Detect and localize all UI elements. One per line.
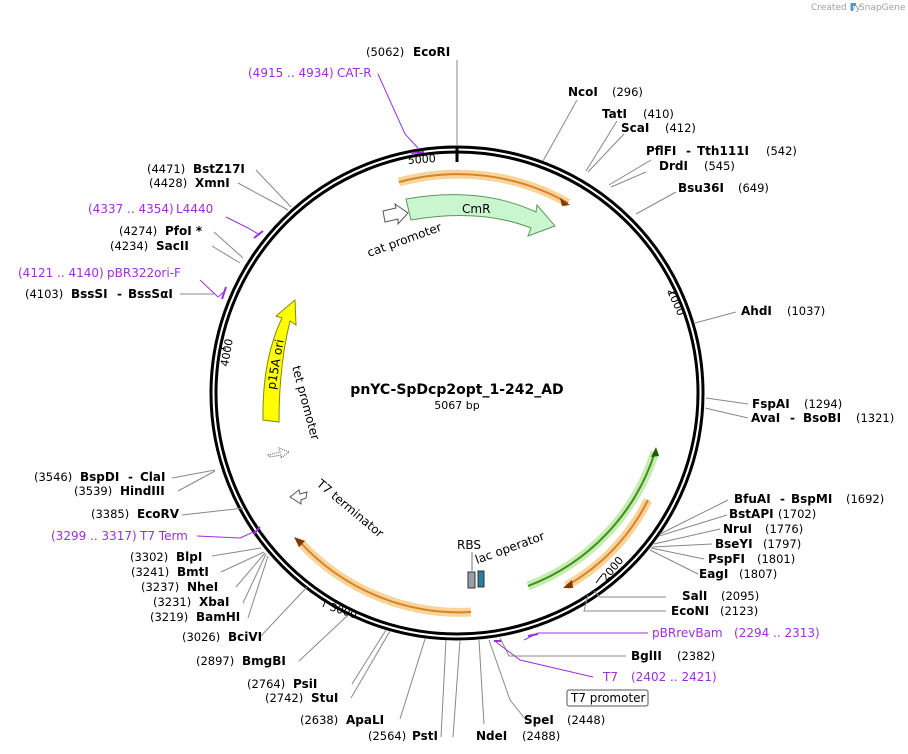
p15a-ori-feature: p15A ori — [262, 298, 297, 423]
tick-4000: 4000 — [218, 338, 236, 368]
t7-terminator-feature: T7 terminator — [289, 476, 386, 540]
site-fspai: FspAI (1294) — [752, 393, 842, 412]
site-pflfi-tth111i: PflFI - Tth111I (542) — [646, 140, 797, 159]
site-connectors — [171, 60, 749, 738]
site-ndei: NdeI (2488) — [476, 725, 560, 744]
rbs-feature: RBS — [457, 538, 481, 589]
site-sacii: (4234) SacII — [110, 235, 189, 254]
snapgene-logo: SnapGene — [851, 3, 906, 13]
site-eagi: EagI (1807) — [699, 563, 777, 582]
site-xbai: (3231) XbaI — [153, 591, 229, 610]
lac-operator-label: lac operator — [473, 529, 546, 567]
t7-promoter-label: T7 promoter — [570, 691, 646, 705]
p15a-ori-label: p15A ori — [264, 338, 287, 390]
primer-t7: T7 (2402 .. 2421) — [602, 666, 717, 685]
site-ecori: (5062) EcoRI — [366, 41, 450, 60]
top-primer-arc — [398, 173, 569, 204]
site-apali: (2638) ApaLI — [300, 709, 384, 728]
right-primer-arc — [565, 499, 649, 587]
primer-pbr322ori-f: (4121 .. 4140) pBR322ori-F — [18, 262, 181, 281]
site-bstz17i: (4471) BstZ17I — [147, 158, 245, 177]
green-feature-arc — [527, 451, 656, 587]
site-bsssi-bsssai: (4103) BssSI - BssSαI — [25, 283, 173, 302]
site-psii: (2764) PsiI — [247, 673, 317, 692]
cmr-label: CmR — [462, 202, 490, 216]
site-bstapi: BstAPI (1702) — [729, 503, 816, 522]
site-ncoi: NcoI (296) — [568, 81, 643, 100]
left-primer-arc — [299, 541, 472, 614]
site-blpi: (3302) BlpI — [130, 546, 202, 565]
site-ecorv: (3385) EcoRV — [91, 503, 180, 522]
site-drdi: DrdI (545) — [659, 155, 735, 174]
site-psti: (2564) PstI — [368, 725, 438, 744]
site-bglii: BglII (2382) — [631, 645, 715, 664]
site-bmti: (3241) BmtI — [131, 561, 209, 580]
credit-text: Created by — [811, 3, 861, 13]
site-scai: ScaI (412) — [621, 117, 696, 136]
site-spei: SpeI (2448) — [524, 709, 605, 728]
site-sali: SalI (2095) — [682, 585, 759, 604]
site-bsu36i: Bsu36I (649) — [678, 177, 769, 196]
site-stui: (2742) StuI — [265, 687, 338, 706]
plasmid-name: pnYC-SpDcp2opt_1-242_AD — [350, 382, 563, 398]
tet-promoter-label: tet promoter — [289, 364, 322, 441]
tick-5000: 5000 — [407, 152, 436, 167]
credit-brand: SnapGene — [859, 3, 906, 13]
primer-cat-r: (4915 .. 4934) CAT-R — [248, 62, 372, 81]
primer-l4440: (4337 .. 4354) L4440 — [88, 198, 213, 217]
site-bfuai-bspmi: BfuAI - BspMI (1692) — [734, 488, 884, 507]
site-econi: EcoNI (2123) — [671, 600, 758, 619]
t7-promoter-box: T7 promoter — [566, 689, 649, 707]
primer-t7-term: (3299 .. 3317) T7 Term — [51, 525, 188, 544]
rbs-label: RBS — [457, 538, 481, 552]
site-tati: TatI (410) — [602, 103, 674, 122]
site-bcivi: (3026) BciVI — [182, 626, 262, 645]
site-bspdi-clai: (3546) BspDI - ClaI — [34, 466, 165, 485]
tick-3000: 3000 — [328, 600, 359, 621]
cmr-feature: CmR — [405, 194, 556, 237]
cat-promoter-label: cat promoter — [365, 220, 443, 260]
primer-pbrrevbam: pBRrevBam (2294 .. 2313) — [652, 622, 820, 641]
site-bseyi: BseYI (1797) — [715, 533, 801, 552]
site-pfoi: (4274) PfoI * — [119, 220, 203, 239]
site-nhei: (3237) NheI — [141, 576, 218, 595]
plasmid-length: 5067 bp — [434, 399, 479, 412]
site-hindiii: (3539) HindIII — [74, 480, 165, 499]
t7-terminator-label: T7 terminator — [313, 476, 386, 540]
site-pspfi: PspFI (1801) — [708, 548, 795, 567]
site-bmgbi: (2897) BmgBI — [196, 650, 286, 669]
site-ahdi: AhdI (1037) — [741, 300, 825, 319]
site-xmni: (4428) XmnI — [149, 172, 230, 191]
tick-1000: 1000 — [664, 287, 687, 318]
site-avai-bsobi: AvaI - BsoBI (1321) — [751, 407, 894, 426]
site-bamhi: (3219) BamHI — [150, 606, 240, 625]
site-nrui: NruI (1776) — [723, 518, 803, 537]
